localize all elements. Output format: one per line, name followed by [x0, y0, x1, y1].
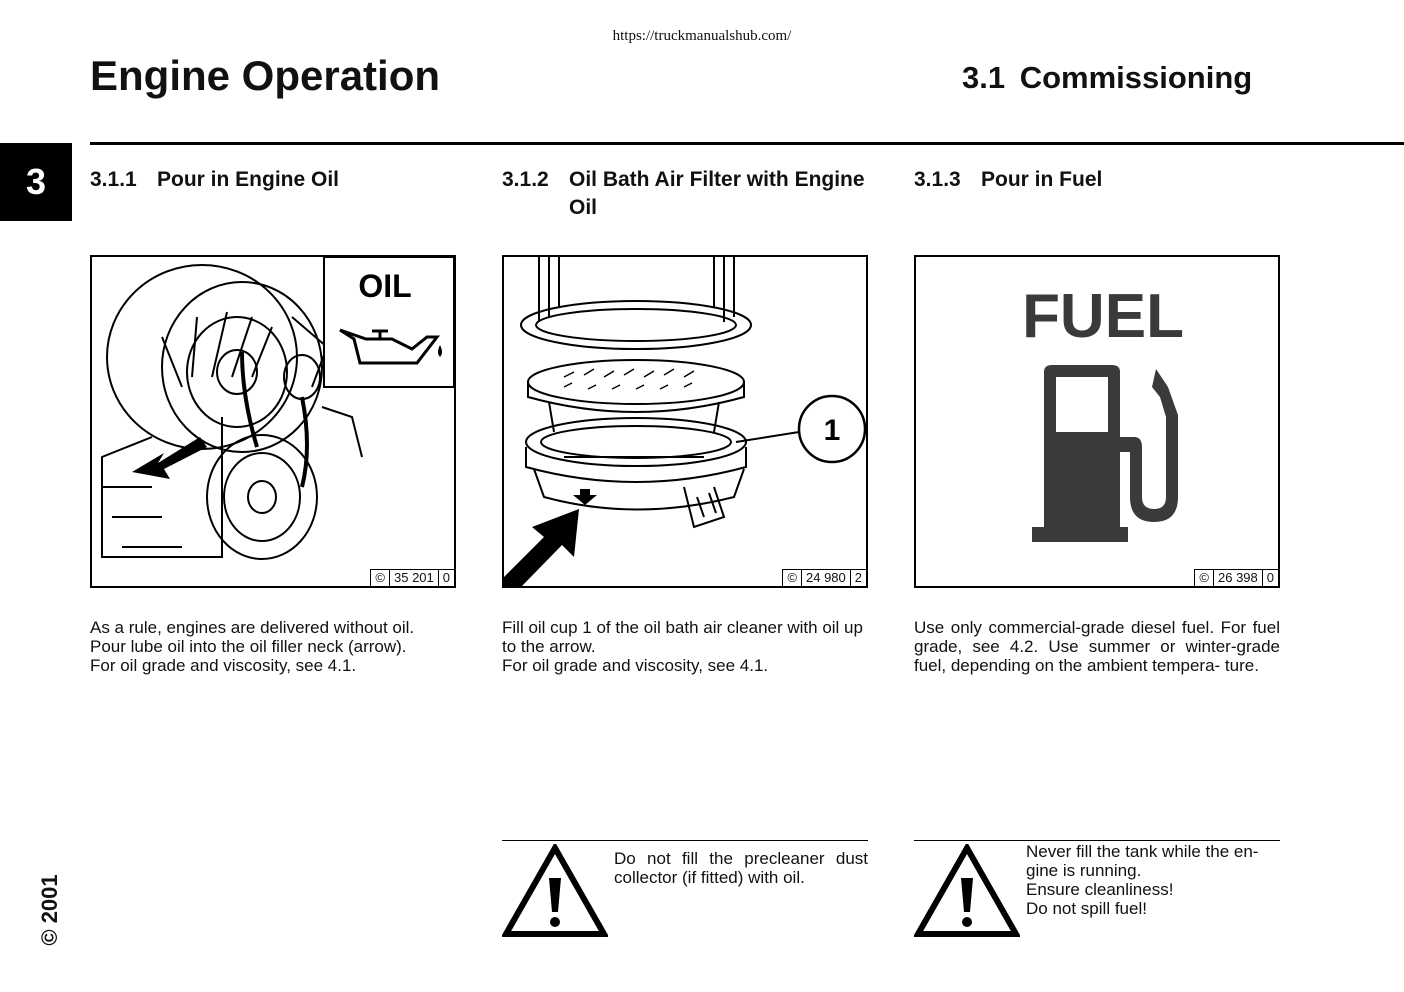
fill-level-arrow — [573, 489, 597, 505]
paragraph: Fill oil cup 1 of the oil bath air clean… — [502, 618, 863, 656]
figure-index: 0 — [437, 570, 454, 586]
warning-box: Never fill the tank while the en- gine i… — [914, 840, 1280, 941]
copyright-icon: © — [787, 570, 797, 585]
figure-index: 2 — [849, 570, 866, 586]
warning-line: Do not spill fuel! — [1026, 899, 1147, 918]
figure-reference: © 35 201 0 — [370, 569, 454, 586]
oil-can-icon — [339, 328, 441, 365]
copyright-year-text: © 2001 — [37, 874, 62, 946]
warning-triangle-icon — [502, 844, 608, 937]
section-title: 3.1 Commissioning — [962, 60, 1253, 95]
figure-index: 0 — [1261, 570, 1278, 586]
warning-triangle-icon — [914, 844, 1020, 937]
figure-label-fuel: FUEL — [1022, 282, 1184, 351]
paragraph: For oil grade and viscosity, see 4.1. — [502, 656, 769, 675]
paragraph: Use only commercial-grade diesel fuel. F… — [914, 618, 1280, 675]
figure-reference: © 24 980 2 — [782, 569, 866, 586]
figure-number: 26 398 — [1213, 570, 1262, 586]
oil-drop-icon — [438, 345, 442, 357]
warning-box: Do not fill the precleaner dust collecto… — [502, 840, 868, 941]
paragraph: As a rule, engines are delivered without… — [90, 618, 415, 637]
paragraph: Pour lube oil into the oil filler neck (… — [90, 637, 407, 656]
figure-label-oil: OIL — [358, 268, 411, 304]
subsection-number: 3.1.3 — [914, 168, 961, 191]
copyright-icon: © — [1199, 570, 1209, 585]
column-pour-in-fuel: 3.1.3 Pour in Fuel FUEL © 26 398 0 Use o… — [914, 166, 1280, 937]
subsection-title: Oil Bath Air Filter with Engine Oil — [569, 168, 865, 219]
subsection-title: Pour in Engine Oil — [157, 168, 340, 191]
column-oil-bath-air-filter: 3.1.2 Oil Bath Air Filter with Engine Oi… — [502, 166, 868, 937]
engine-oil-figure: OIL © 35 201 0 — [90, 255, 456, 588]
page-title: Engine Operation — [90, 52, 441, 99]
body-text: Fill oil cup 1 of the oil bath air clean… — [502, 618, 868, 675]
source-url[interactable]: https://truckmanualshub.com/ — [612, 28, 792, 44]
warning-line: Ensure cleanliness! — [1026, 880, 1174, 899]
figure-number: 35 201 — [389, 570, 438, 586]
paragraph: For oil grade and viscosity, see 4.1. — [90, 656, 357, 675]
subsection-number: 3.1.2 — [502, 168, 549, 191]
subsection-title: Pour in Fuel — [981, 168, 1103, 191]
subsection-number: 3.1.1 — [90, 168, 137, 191]
warning-line: Do not fill the precleaner dust collecto… — [614, 849, 868, 887]
air-filter-illustration: 1 — [504, 257, 866, 586]
copyright-year: © 2001 — [30, 870, 70, 950]
subsection-heading: 3.1.2 Oil Bath Air Filter with Engine Oi… — [502, 166, 868, 222]
body-text: Use only commercial-grade diesel fuel. F… — [914, 618, 1280, 675]
callout-circle — [797, 394, 866, 464]
fuel-pump-icon — [1032, 365, 1178, 542]
arrow-indicator — [132, 437, 207, 479]
column-pour-engine-oil: 3.1.1 Pour in Engine Oil — [90, 166, 456, 675]
figure-reference: © 26 398 0 — [1194, 569, 1278, 586]
fuel-figure: FUEL © 26 398 0 — [914, 255, 1280, 588]
fuel-illustration: FUEL — [1022, 282, 1184, 542]
engine-illustration: OIL — [101, 257, 454, 560]
warning-text: Never fill the tank while the en- gine i… — [1026, 842, 1280, 918]
figure-number: 24 980 — [801, 570, 850, 586]
callout-number: 1 — [824, 414, 841, 447]
body-text: As a rule, engines are delivered without… — [90, 618, 456, 675]
subsection-heading: 3.1.1 Pour in Engine Oil — [90, 166, 456, 194]
warning-line: Never fill the tank while the en- gine i… — [1026, 842, 1259, 880]
arrow-indicator — [504, 509, 579, 586]
header-rule — [90, 142, 1404, 145]
chapter-tab: 3 — [0, 143, 72, 221]
copyright-icon: © — [375, 570, 385, 585]
warning-text: Do not fill the precleaner dust collecto… — [614, 849, 868, 887]
subsection-heading: 3.1.3 Pour in Fuel — [914, 166, 1280, 194]
air-filter-figure: 1 © 24 980 2 — [502, 255, 868, 588]
